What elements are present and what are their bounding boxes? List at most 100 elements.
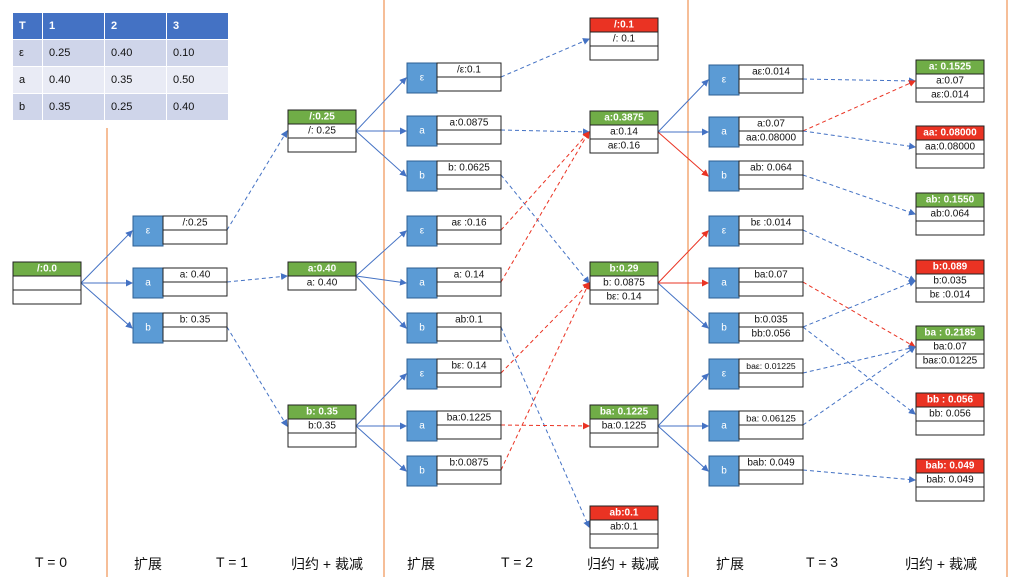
expand-node-row <box>738 372 804 388</box>
expand-node-e2ce: εbε: 0.14 <box>406 358 502 390</box>
expand-node-e2cb: bb:0.0875 <box>406 455 502 487</box>
merged-box-row-text: a: 0.40 <box>307 278 338 289</box>
expand-node-row-text: b: 0.35 <box>180 315 211 326</box>
edge-m2b-e3ae <box>657 79 709 133</box>
edge-e1a-m1b <box>226 273 288 283</box>
stage-label-expand-1: 扩展 <box>134 556 162 572</box>
expand-node-symbol-text: a <box>419 278 425 289</box>
expand-node-symbol-text: ε <box>420 226 425 237</box>
merged-box-m2e: ab:0.1 ab:0.1 <box>589 505 659 549</box>
merged-box-row-text: bb: 0.056 <box>929 409 971 420</box>
merged-box-row <box>589 289 659 305</box>
expand-node-e2aa: aa:0.0875 <box>406 115 502 147</box>
edge-e3bb-m3f <box>802 326 916 415</box>
merged-box-header-text: b:0.089 <box>933 262 968 273</box>
edge-m2c-e3be <box>657 230 709 284</box>
merged-box-row <box>589 138 659 154</box>
table-cell: b <box>12 93 43 121</box>
table-header-cell: T <box>12 12 43 40</box>
expand-node-row <box>436 129 502 145</box>
stage-label-merge-2: 归约 + 裁减 <box>587 556 659 572</box>
expand-node-e1e: ε/:0.25 <box>132 215 228 247</box>
expand-node-row <box>738 229 804 245</box>
expand-node-symbol-text: ε <box>146 226 151 237</box>
merged-box-header-text: ba: 0.1225 <box>600 407 649 418</box>
edge-m1b-e2bb <box>355 275 407 329</box>
table-header-cell: 1 <box>41 12 105 40</box>
edge-e3ba-m3e <box>802 281 916 348</box>
stage-label-t3: T = 3 <box>806 554 839 570</box>
expand-node-row-text: b:0.0875 <box>450 458 489 469</box>
table-cell: 0.40 <box>165 93 230 121</box>
edge-m2d-e3ce <box>657 373 709 427</box>
expand-node-row-text: a: 0.40 <box>180 270 211 281</box>
expand-node-row-text: aε :0.16 <box>451 218 486 229</box>
expand-node-symbol-text: a <box>721 127 727 138</box>
expand-node-row <box>436 372 502 388</box>
expand-node-symbol-text: ε <box>420 369 425 380</box>
expand-node-row <box>436 469 502 485</box>
merged-box-row <box>915 287 985 303</box>
expand-node-row <box>162 281 228 297</box>
expand-node-row-text: ab: 0.064 <box>750 163 792 174</box>
table-header-cell: 2 <box>103 12 167 40</box>
merged-box-row <box>915 353 985 369</box>
expand-node-symbol <box>708 267 740 299</box>
edge-m1b-e2be <box>355 230 407 277</box>
expand-node-row-text: bb:0.056 <box>752 329 791 340</box>
merged-box-header-text: /:0.25 <box>309 112 335 123</box>
expand-node-row-text: a:0.07 <box>757 119 785 130</box>
merged-box-header-text: b: 0.35 <box>306 407 338 418</box>
merged-box-row-text: ab:0.1 <box>610 522 638 533</box>
edge-m1c-e2ce <box>355 373 407 427</box>
merged-box-row <box>589 432 659 448</box>
expand-node-symbol <box>406 410 438 442</box>
table-cell: ε <box>12 39 43 67</box>
merged-box-header-text: aa: 0.08000 <box>923 128 977 139</box>
merged-box-row <box>589 533 659 549</box>
table-row: b 0.35 0.25 0.40 <box>12 93 230 121</box>
expand-node-symbol-text: ε <box>420 73 425 84</box>
expand-node-row-text: a:0.0875 <box>450 118 489 129</box>
merged-box-header-text: ab:0.1 <box>610 508 639 519</box>
expand-node-row-text: bab: 0.049 <box>747 458 795 469</box>
edge-e2be-m2b <box>500 131 590 231</box>
merged-box-header-text: a:0.40 <box>308 264 337 275</box>
merged-box-row <box>915 87 985 103</box>
expand-node-row <box>738 78 804 94</box>
expand-node-row <box>436 174 502 190</box>
expand-node-symbol <box>708 160 740 192</box>
merged-box-header-text: b:0.29 <box>610 264 639 275</box>
expand-node-symbol-text: ε <box>722 226 727 237</box>
expand-node-symbol-text: b <box>145 323 151 334</box>
edge-e2ba-m2b <box>500 131 590 283</box>
expand-node-e2bb: bab:0.1 <box>406 312 502 344</box>
expand-node-e2ab: bb: 0.0625 <box>406 160 502 192</box>
expand-node-e1a: aa: 0.40 <box>132 267 228 299</box>
expand-node-symbol <box>406 215 438 247</box>
edge-e2ce-m2c <box>500 282 590 374</box>
expand-node-symbol <box>406 312 438 344</box>
edge-e2bb-m2e <box>500 326 590 528</box>
merged-box-m1c: b: 0.35b:0.35 <box>287 404 357 448</box>
expand-node-row-text: /ε:0.1 <box>457 65 481 76</box>
edge-e2ca-m2d <box>500 422 590 430</box>
expand-node-row-text: aε:0.014 <box>752 67 790 78</box>
edge-e2cb-m2c <box>500 282 590 471</box>
expand-node-row-text: baε: 0.01225 <box>746 361 796 371</box>
merged-box-header-text: ba : 0.2185 <box>924 328 976 339</box>
expand-node-row-text: bε :0.014 <box>751 218 792 229</box>
edge-e2ae-m2a <box>500 38 590 78</box>
merged-box-row <box>915 486 985 502</box>
stage-label-t1: T = 1 <box>216 554 249 570</box>
merged-box-header-text: ab: 0.1550 <box>926 195 975 206</box>
expand-node-e1b: b b: 0.35 <box>132 312 228 344</box>
